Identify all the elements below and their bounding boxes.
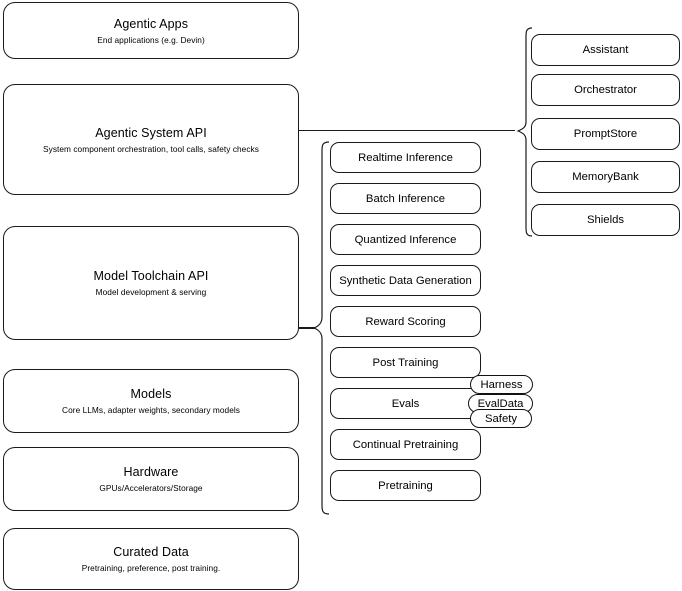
- capability-synthetic-data-generation[interactable]: Synthetic Data Generation: [330, 265, 481, 296]
- layer-title: Hardware: [123, 465, 179, 479]
- capability-pretraining[interactable]: Pretraining: [330, 470, 481, 501]
- capability-label: Batch Inference: [365, 192, 446, 205]
- layer-model-toolchain-api[interactable]: Model Toolchain API Model development & …: [3, 226, 299, 340]
- evals-tag-evaldata[interactable]: EvalData: [468, 394, 533, 413]
- evals-tag-label: Harness: [480, 378, 523, 391]
- component-orchestrator[interactable]: Orchestrator: [531, 74, 680, 106]
- capability-label: Realtime Inference: [358, 151, 453, 164]
- layer-subtitle: System component orchestration, tool cal…: [43, 143, 259, 154]
- capability-post-training[interactable]: Post Training: [330, 347, 481, 378]
- layer-subtitle: End applications (e.g. Devin): [97, 34, 205, 45]
- capability-label: Quantized Inference: [354, 233, 457, 246]
- component-shields[interactable]: Shields: [531, 204, 680, 236]
- component-label: Orchestrator: [574, 84, 637, 96]
- capability-label: Reward Scoring: [365, 315, 446, 328]
- capability-continual-pretraining[interactable]: Continual Pretraining: [330, 429, 481, 460]
- layer-curated-data[interactable]: Curated Data Pretraining, preference, po…: [3, 528, 299, 590]
- capability-label: Post Training: [372, 356, 439, 369]
- evals-tag-label: EvalData: [477, 397, 524, 410]
- layer-models[interactable]: Models Core LLMs, adapter weights, secon…: [3, 369, 299, 433]
- capability-reward-scoring[interactable]: Reward Scoring: [330, 306, 481, 337]
- layer-title: Agentic System API: [95, 125, 207, 140]
- capability-evals[interactable]: Evals: [330, 388, 481, 419]
- evals-tag-label: Safety: [484, 412, 518, 425]
- capability-quantized-inference[interactable]: Quantized Inference: [330, 224, 481, 255]
- component-label: PromptStore: [573, 128, 638, 140]
- component-label: MemoryBank: [572, 171, 639, 183]
- capability-label: Evals: [391, 397, 420, 410]
- capability-label: Pretraining: [378, 479, 433, 492]
- layer-title: Curated Data: [113, 545, 189, 559]
- capability-label: Continual Pretraining: [352, 438, 459, 451]
- component-memorybank[interactable]: MemoryBank: [531, 161, 680, 193]
- layer-hardware[interactable]: Hardware GPUs/Accelerators/Storage: [3, 447, 299, 511]
- component-label: Assistant: [582, 44, 629, 56]
- layer-subtitle: Core LLMs, adapter weights, secondary mo…: [62, 405, 240, 415]
- layer-title: Agentic Apps: [113, 16, 189, 31]
- layer-agentic-system-api[interactable]: Agentic System API System component orch…: [3, 84, 299, 195]
- layer-subtitle: Pretraining, preference, post training.: [81, 563, 221, 573]
- layer-subtitle: Model development & serving: [95, 287, 207, 297]
- connector-agentic-system-to-components: [299, 129, 515, 131]
- layer-subtitle: GPUs/Accelerators/Storage: [99, 483, 203, 493]
- layer-title: Models: [130, 387, 172, 401]
- capability-realtime-inference[interactable]: Realtime Inference: [330, 142, 481, 173]
- component-promptstore[interactable]: PromptStore: [531, 118, 680, 150]
- connector-toolchain-to-capabilities: [299, 327, 315, 329]
- evals-tag-harness[interactable]: Harness: [470, 375, 533, 394]
- component-assistant[interactable]: Assistant: [531, 34, 680, 66]
- evals-tag-safety[interactable]: Safety: [470, 409, 532, 428]
- component-label: Shields: [586, 214, 625, 226]
- capability-label: Synthetic Data Generation: [339, 274, 472, 287]
- capability-batch-inference[interactable]: Batch Inference: [330, 183, 481, 214]
- layer-title: Model Toolchain API: [93, 269, 209, 283]
- layer-agentic-apps[interactable]: Agentic Apps End applications (e.g. Devi…: [3, 2, 299, 59]
